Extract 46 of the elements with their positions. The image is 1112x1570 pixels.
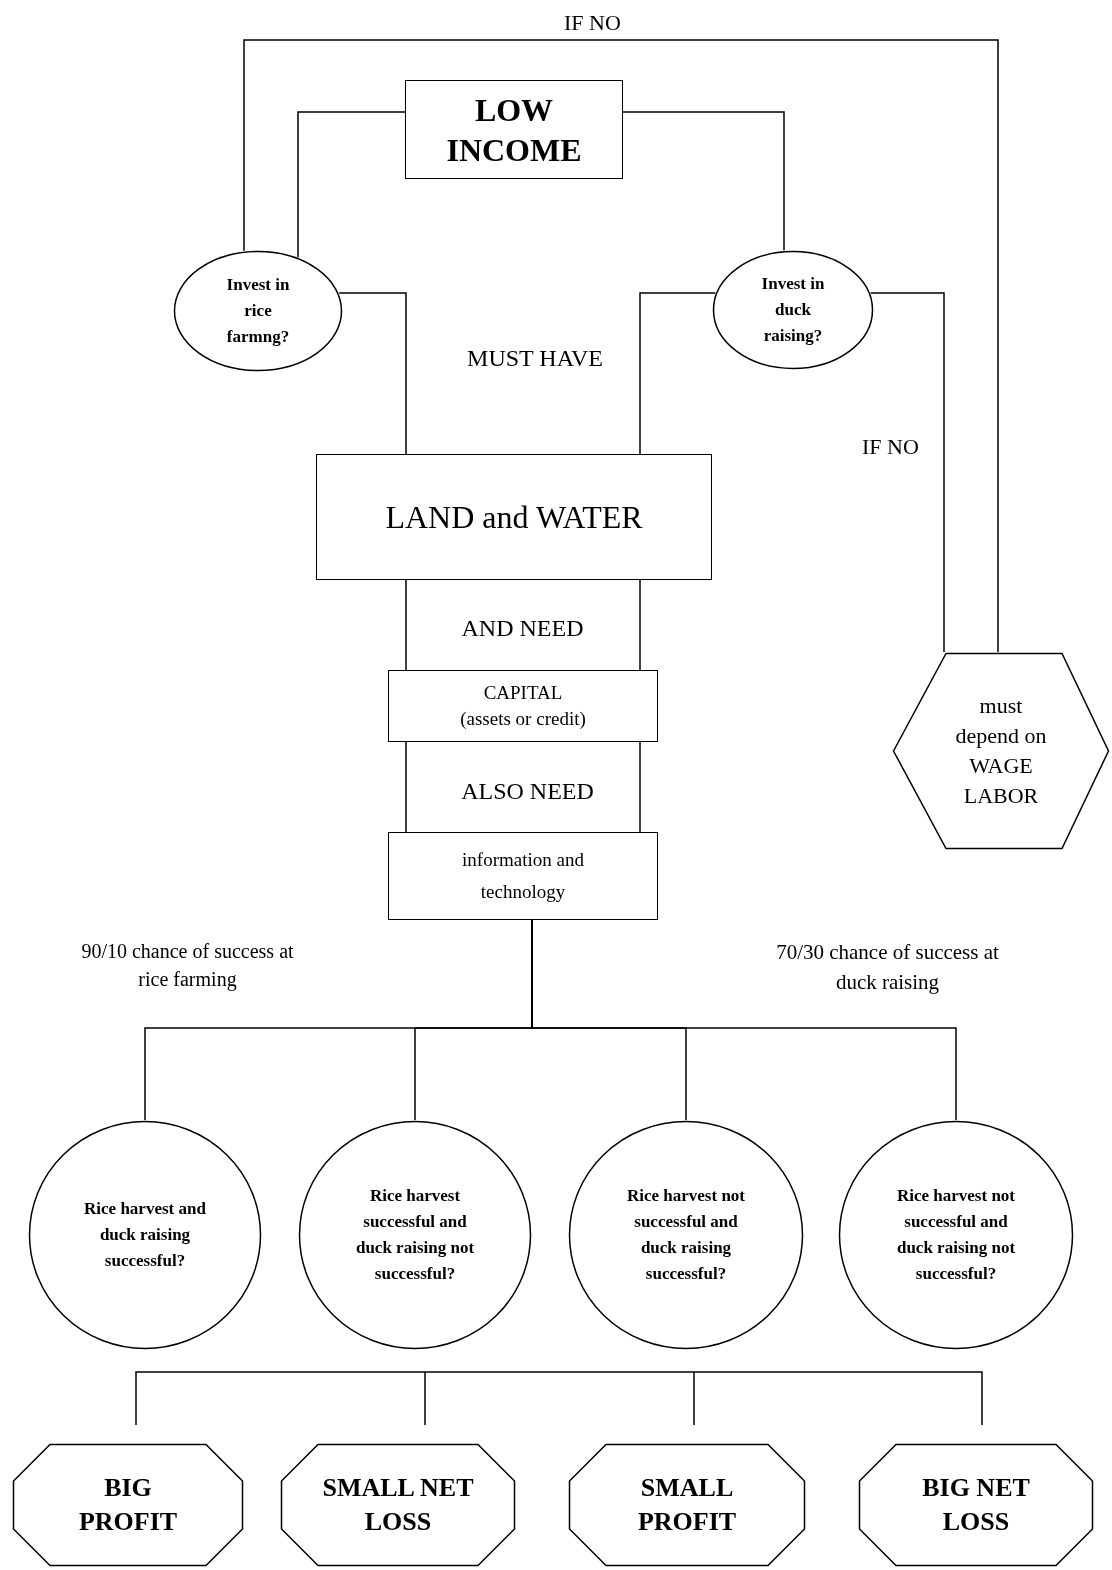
connector-line: [622, 111, 785, 252]
node-text: Invest in rice farmng?: [225, 274, 291, 348]
process-box: [405, 80, 623, 179]
connector-line: [639, 292, 717, 455]
node-text: Rice harvest not successful and duck raising not successful?: [895, 1185, 1017, 1285]
node-text: BIG NET LOSS: [921, 1472, 1031, 1538]
connector-line: [405, 741, 407, 833]
process-box: [388, 670, 658, 742]
node-text: Invest in duck raising?: [760, 273, 826, 347]
node-text: CAPITAL: [483, 681, 563, 705]
process-box: [316, 454, 712, 580]
node-text: Rice harvest not successful and duck raising successful?: [626, 1185, 746, 1285]
result-octagon: [568, 1443, 806, 1567]
connector-line: [639, 579, 641, 671]
flow-label: MUST HAVE: [466, 344, 604, 373]
node-text: information and technology: [461, 848, 585, 904]
node-text: LOW INCOME: [445, 90, 583, 170]
flow-label: 70/30 chance of success at duck raising: [775, 939, 1000, 996]
connector-line: [639, 741, 641, 833]
flow-label: ALSO NEED: [460, 777, 595, 806]
decision-ellipse: [712, 250, 874, 370]
outcome-hexagon: [892, 652, 1110, 850]
node-text: Rice harvest successful and duck raising not successful?: [354, 1185, 476, 1285]
node-text: BIG PROFIT: [77, 1472, 179, 1538]
node-text: SMALL NET LOSS: [321, 1472, 475, 1538]
node-text: Rice harvest and duck raising successful?: [83, 1198, 207, 1272]
flow-label: 90/10 chance of success at rice farming: [80, 939, 295, 993]
outcome-circle: [28, 1120, 262, 1350]
node-text: SMALL PROFIT: [636, 1472, 738, 1538]
connector-line: [243, 39, 999, 653]
result-octagon: [12, 1443, 244, 1567]
connector-line: [869, 292, 945, 653]
process-box: [388, 832, 658, 920]
node-text: must depend on WAGE LABOR: [954, 692, 1048, 810]
result-octagon: [858, 1443, 1094, 1567]
node-text: (assets or credit): [460, 707, 586, 731]
decision-ellipse: [173, 250, 343, 372]
outcome-circle: [298, 1120, 532, 1350]
connector-line: [297, 111, 406, 258]
connector-line: [405, 579, 407, 671]
node-text: LAND and WATER: [385, 498, 643, 537]
outcome-circle: [568, 1120, 804, 1350]
flow-label: AND NEED: [460, 614, 585, 643]
result-octagon: [280, 1443, 516, 1567]
outcome-circle: [838, 1120, 1074, 1350]
connector-line: [338, 292, 407, 455]
